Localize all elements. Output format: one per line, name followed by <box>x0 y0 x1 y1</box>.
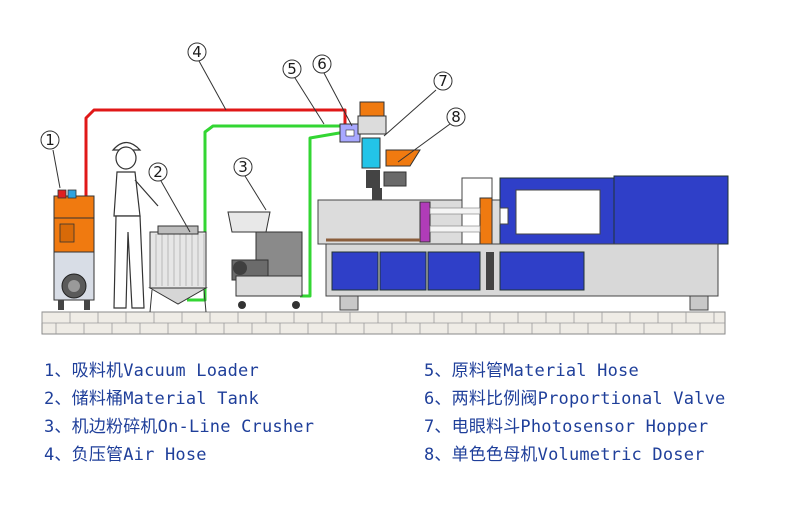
callout-5: 5 <box>282 59 302 79</box>
svg-text:7: 7 <box>438 72 448 90</box>
legend-item-crusher: 3、机边粉碎机On-Line Crusher <box>44 417 315 437</box>
svg-text:6: 6 <box>317 55 327 73</box>
callout-8: 8 <box>446 107 466 127</box>
vacuum-loader <box>53 189 95 310</box>
injection-machine <box>317 175 729 311</box>
legend-item-photosensor-hopper: 7、电眼料斗Photosensor Hopper <box>424 417 709 437</box>
svg-text:8: 8 <box>451 108 461 126</box>
callout-1: 1 <box>40 130 60 150</box>
legend-item-vacuum-loader: 1、吸料机Vacuum Loader <box>44 361 259 381</box>
svg-text:3: 3 <box>238 158 248 176</box>
legend-item-proportional-valve: 6、两料比例阀Proportional Valve <box>424 389 726 409</box>
proportional-valve <box>339 123 361 143</box>
svg-text:2: 2 <box>153 163 163 181</box>
legend-item-material-hose: 5、原料管Material Hose <box>424 361 639 381</box>
floor <box>41 311 726 335</box>
svg-text:1: 1 <box>45 131 55 149</box>
legend-item-volumetric-doser: 8、单色色母机Volumetric Doser <box>424 445 705 465</box>
material-tank <box>148 225 208 313</box>
operator-figure <box>111 141 159 309</box>
process-diagram: 1 2 3 4 5 6 7 8 <box>40 42 729 335</box>
legend-item-material-tank: 2、储料桶Material Tank <box>44 389 259 409</box>
callout-4: 4 <box>187 42 207 62</box>
callout-2: 2 <box>148 162 168 182</box>
photosensor-hopper <box>357 101 387 188</box>
callout-3: 3 <box>233 157 253 177</box>
crusher <box>227 211 303 309</box>
callout-7: 7 <box>433 71 453 91</box>
svg-text:5: 5 <box>287 60 297 78</box>
callout-6: 6 <box>312 54 332 74</box>
svg-text:4: 4 <box>192 43 202 61</box>
legend-item-air-hose: 4、负压管Air Hose <box>44 445 207 465</box>
